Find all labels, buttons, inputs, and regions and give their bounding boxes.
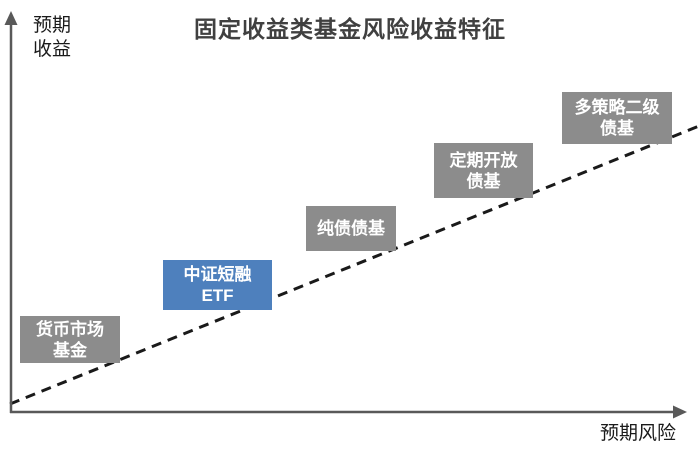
fund-box-pure-bond: 纯债债基 [306, 206, 396, 251]
chart-title: 固定收益类基金风险收益特征 [194, 16, 506, 42]
fund-box-multi-strategy-secondary-bond: 多策略二级 债基 [562, 92, 672, 144]
y-axis-label: 预期 收益 [33, 15, 72, 60]
y-axis-arrow-icon [4, 11, 18, 25]
fund-box-csi-short-financing-etf: 中证短融 ETF [163, 260, 272, 310]
x-axis-label: 预期风险 [599, 423, 676, 444]
x-axis-arrow-icon [673, 405, 687, 419]
dashed-trend-line [9, 124, 700, 406]
fund-box-money-market: 货币市场 基金 [20, 316, 120, 363]
fund-box-regular-open-bond: 定期开放 债基 [434, 143, 533, 198]
